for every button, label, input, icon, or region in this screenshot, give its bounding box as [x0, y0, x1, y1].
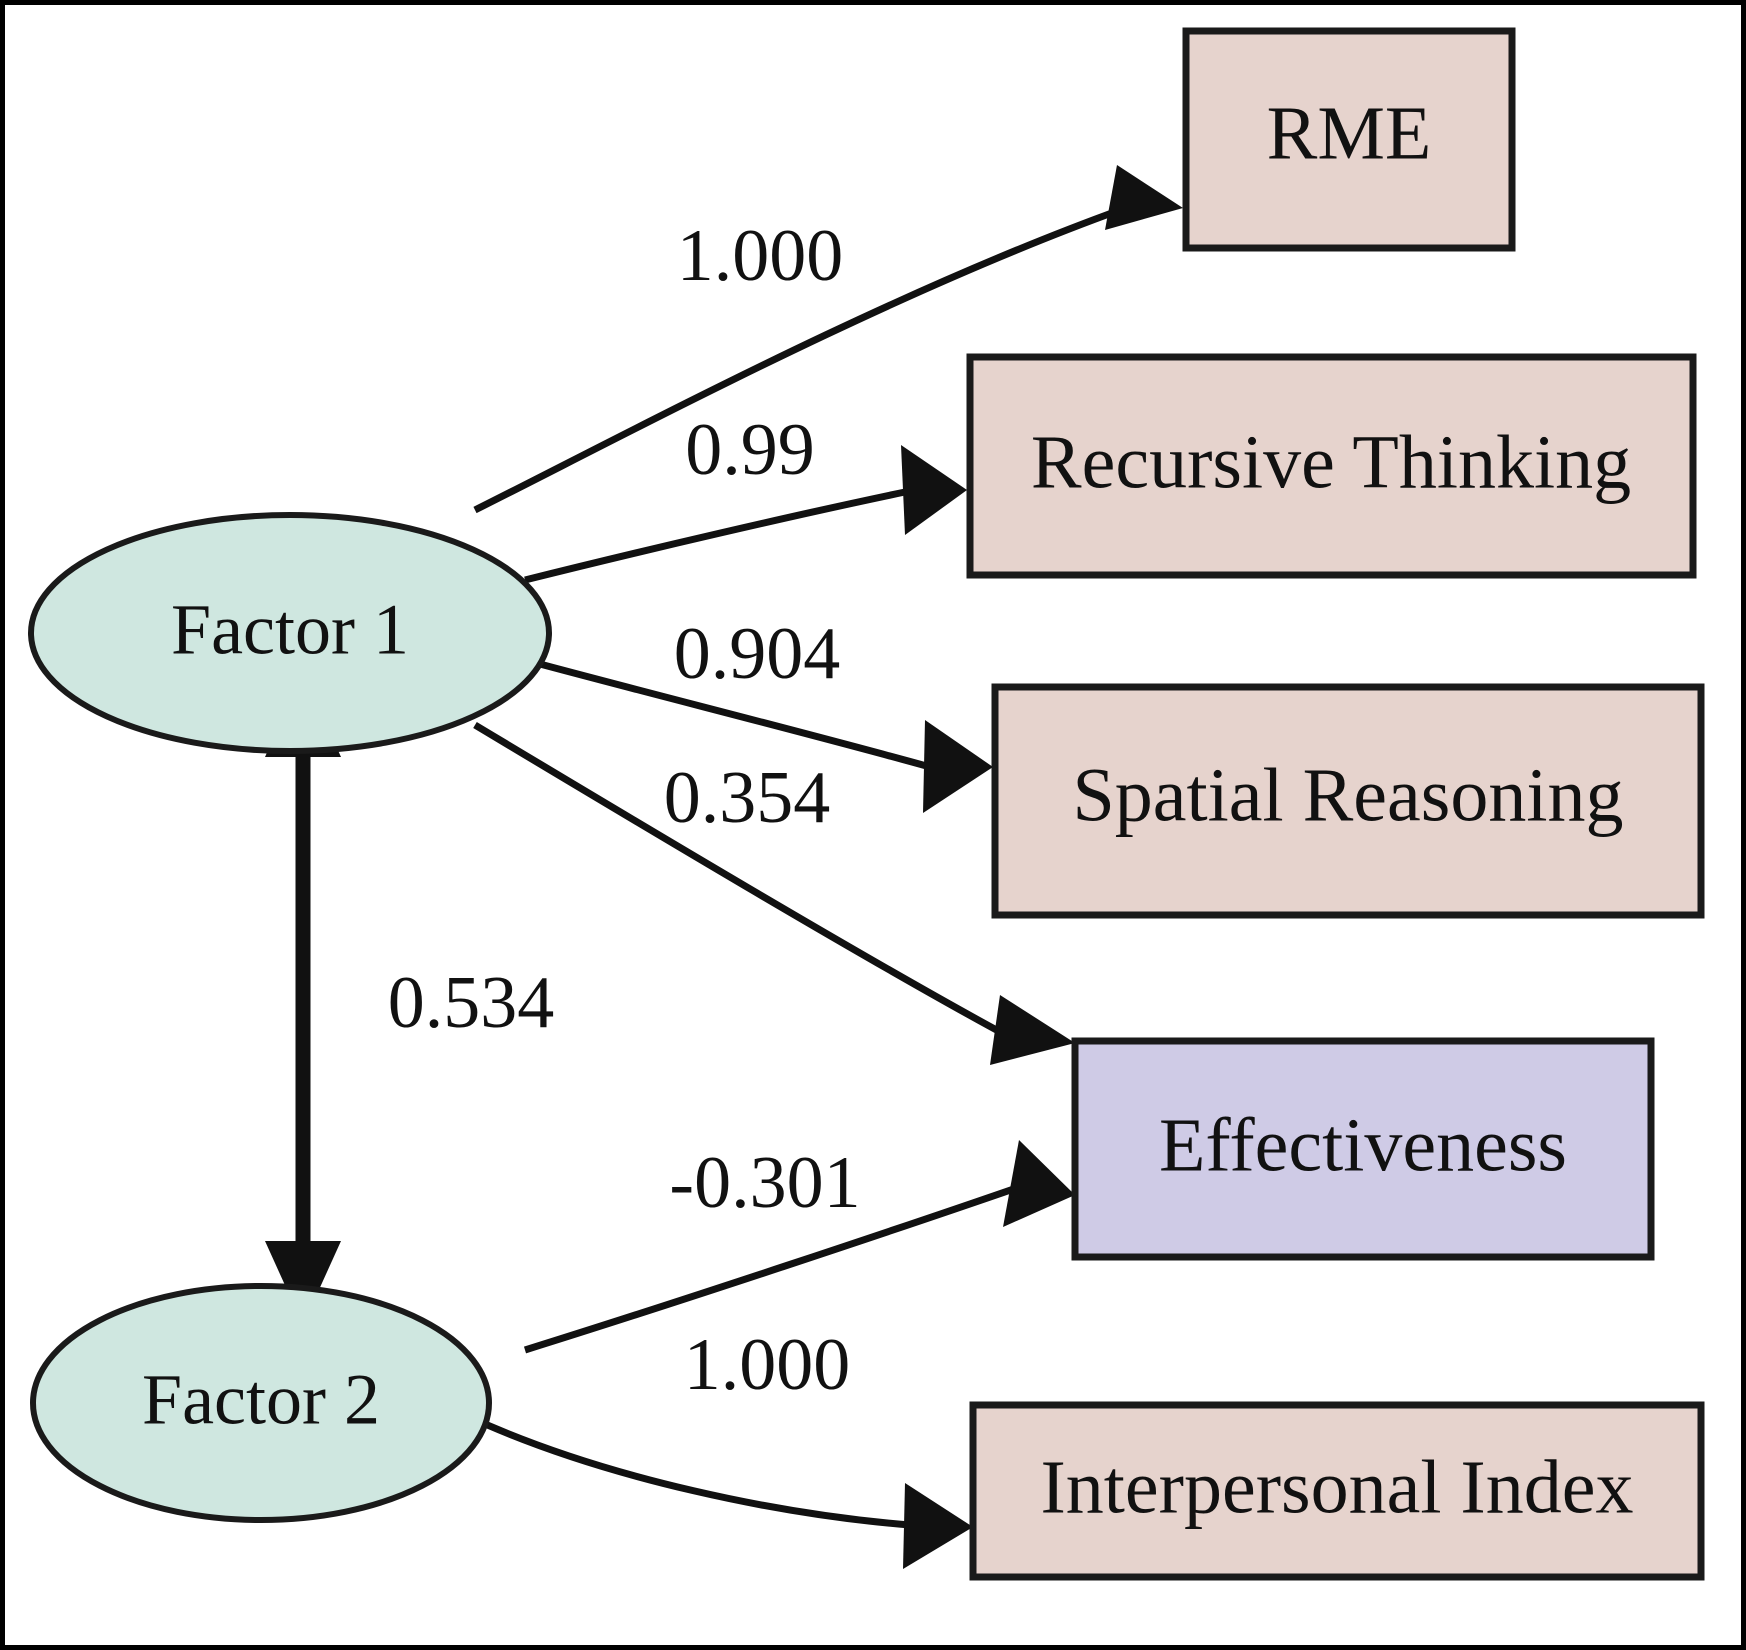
rme-box	[1182, 27, 1516, 252]
arrowhead-rme	[1105, 165, 1183, 230]
edge-line-factor2-interpersonal	[463, 1411, 911, 1529]
arrowhead-spatial	[923, 720, 993, 813]
node-rme[interactable]: RME	[1182, 27, 1516, 252]
edge-factor1-to-recursive[interactable]	[524, 445, 967, 584]
recursive-thinking-box	[966, 353, 1697, 579]
edge-line-factor2-effectiveness	[523, 1181, 1027, 1354]
recursive-thinking-label: Recursive Thinking	[1031, 420, 1631, 504]
arrowhead-recursive	[901, 445, 967, 535]
node-effectiveness[interactable]: Effectiveness	[1071, 1037, 1655, 1261]
factor1-ellipse	[28, 512, 552, 754]
arrowhead-interpersonal	[903, 1483, 973, 1569]
edge-factor1-to-rme[interactable]	[473, 165, 1183, 514]
effectiveness-label: Effectiveness	[1159, 1103, 1567, 1187]
edge-label-factor2-effectiveness: -0.301	[669, 1142, 860, 1224]
edge-line-factor1-effectiveness	[473, 721, 1017, 1044]
edge-label-factor2-interpersonal: 1.000	[684, 1324, 851, 1406]
edge-line-factor1-spatial	[524, 656, 931, 771]
edge-label-factor1-factor2: 0.534	[388, 962, 555, 1044]
node-interpersonal-index[interactable]: Interpersonal Index	[969, 1401, 1705, 1581]
path-diagram-svg: Factor 1 Factor 2 RME Recursive Thinking…	[28, 27, 1705, 1581]
edge-label-factor1-recursive: 0.99	[685, 409, 815, 491]
effectiveness-box	[1071, 1037, 1655, 1261]
edge-factor1-factor2-covariance[interactable]	[265, 673, 341, 1325]
factor2-ellipse	[30, 1283, 492, 1523]
interpersonal-index-box	[969, 1401, 1705, 1581]
arrowhead-down-factor2	[265, 1241, 341, 1325]
arrowhead-effectiveness-from-f1	[990, 995, 1075, 1065]
rme-label: RME	[1267, 91, 1432, 175]
node-recursive-thinking[interactable]: Recursive Thinking	[966, 353, 1697, 579]
edge-factor2-to-effectiveness[interactable]	[523, 1140, 1075, 1354]
edge-line-factor1-recursive	[524, 488, 906, 584]
edge-factor2-to-interpersonal[interactable]	[463, 1411, 973, 1569]
edge-factor1-to-spatial[interactable]	[524, 656, 993, 813]
factor2-label: Factor 2	[142, 1360, 380, 1440]
edge-line-factor1-rme	[473, 206, 1122, 514]
edge-label-factor1-rme: 1.000	[677, 215, 844, 297]
edge-label-factor1-spatial: 0.904	[674, 613, 841, 695]
node-spatial-reasoning[interactable]: Spatial Reasoning	[991, 683, 1705, 919]
spatial-reasoning-box	[991, 683, 1705, 919]
edge-factor1-to-effectiveness[interactable]	[473, 721, 1075, 1065]
node-factor1[interactable]: Factor 1	[28, 512, 552, 754]
edge-label-factor1-effectiveness: 0.354	[664, 757, 831, 839]
spatial-reasoning-label: Spatial Reasoning	[1073, 753, 1624, 837]
arrowhead-effectiveness-from-f2	[1003, 1140, 1075, 1227]
factor1-label: Factor 1	[171, 590, 409, 670]
node-factor2[interactable]: Factor 2	[30, 1283, 492, 1523]
interpersonal-index-label: Interpersonal Index	[1041, 1445, 1634, 1529]
